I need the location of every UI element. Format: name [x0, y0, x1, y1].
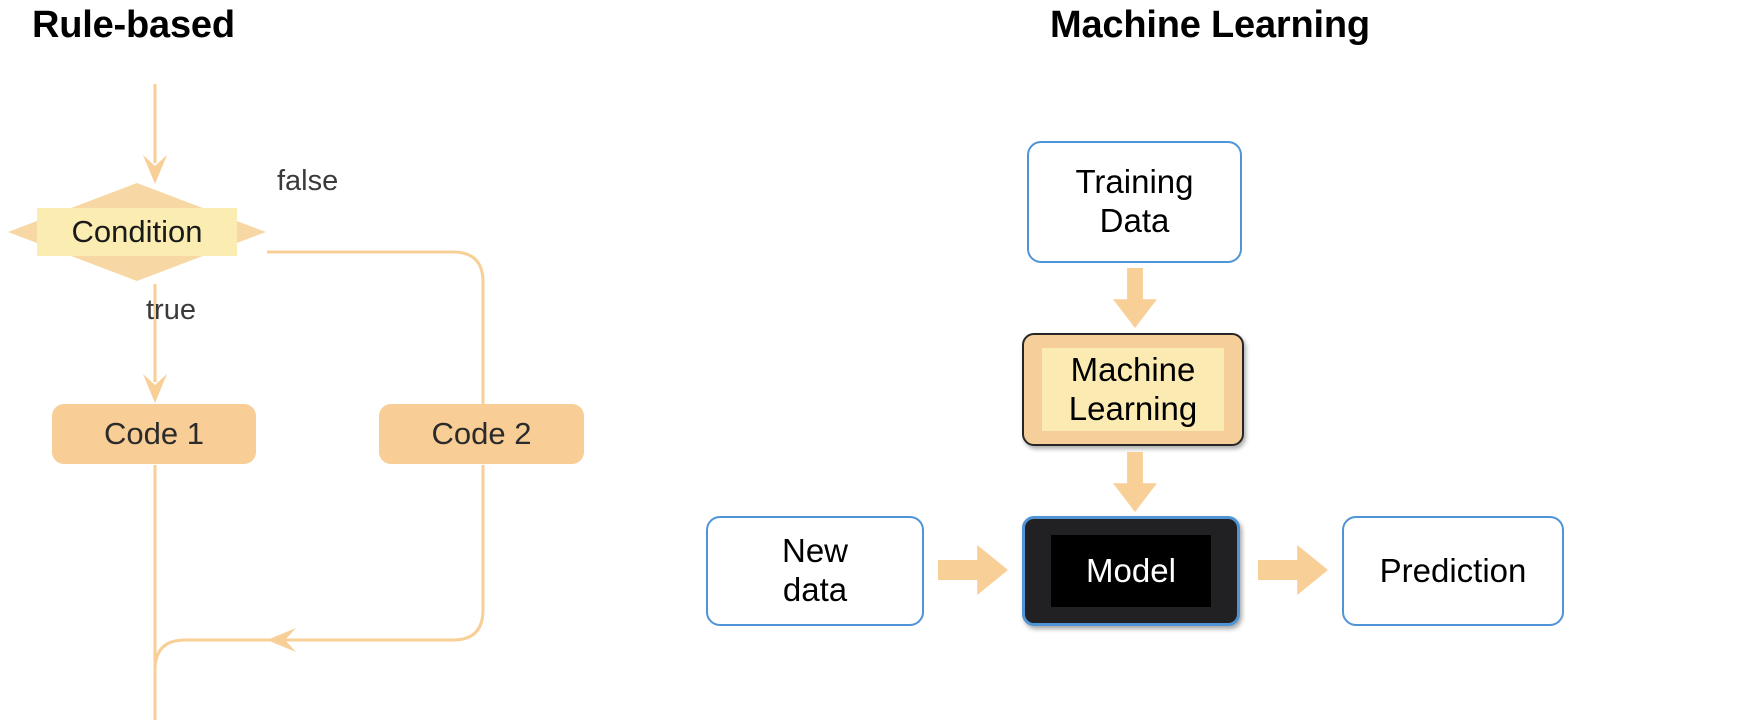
connector-condition-to-code2	[267, 250, 485, 404]
panel-title-rule-based: Rule-based	[32, 4, 235, 46]
node-new-data[interactable]: New data	[706, 516, 924, 626]
node-training-data-line-1: Training	[1075, 163, 1194, 201]
node-model-screen: Model	[1051, 535, 1211, 607]
panel-title-machine-learning: Machine Learning	[1050, 4, 1370, 46]
node-model-label: Model	[1086, 551, 1176, 589]
arrow-right-new-data-to-model-icon	[938, 545, 1008, 595]
node-machine-learning-inner-panel: Machine Learning	[1042, 348, 1224, 431]
decision-node-label: Condition	[37, 208, 237, 256]
node-machine-learning[interactable]: Machine Learning	[1022, 333, 1244, 446]
node-prediction[interactable]: Prediction	[1342, 516, 1564, 626]
connector-start-to-condition	[143, 84, 167, 184]
connector-code2-to-merge	[153, 465, 485, 720]
node-new-data-line-1: New	[781, 532, 849, 570]
edge-label-true: true	[146, 294, 196, 326]
node-training-data-line-2: Data	[1099, 202, 1170, 239]
node-training-data[interactable]: Training Data	[1027, 141, 1242, 263]
edge-label-false: false	[277, 165, 339, 197]
node-machine-learning-line-1: Machine	[1070, 351, 1196, 389]
arrow-down-machine-learning-to-model-icon	[1113, 452, 1157, 512]
arrow-right-model-to-prediction-icon	[1258, 545, 1328, 595]
decision-node-condition[interactable]: Condition	[8, 183, 266, 281]
node-prediction-label: Prediction	[1379, 551, 1527, 589]
node-model[interactable]: Model	[1022, 516, 1240, 626]
node-machine-learning-line-2: Learning	[1068, 389, 1198, 427]
arrow-down-training-data-to-machine-learning-icon	[1113, 268, 1157, 328]
node-new-data-line-2: data	[782, 571, 848, 608]
process-node-code-1[interactable]: Code 1	[52, 404, 256, 464]
process-node-code-2[interactable]: Code 2	[379, 404, 584, 464]
